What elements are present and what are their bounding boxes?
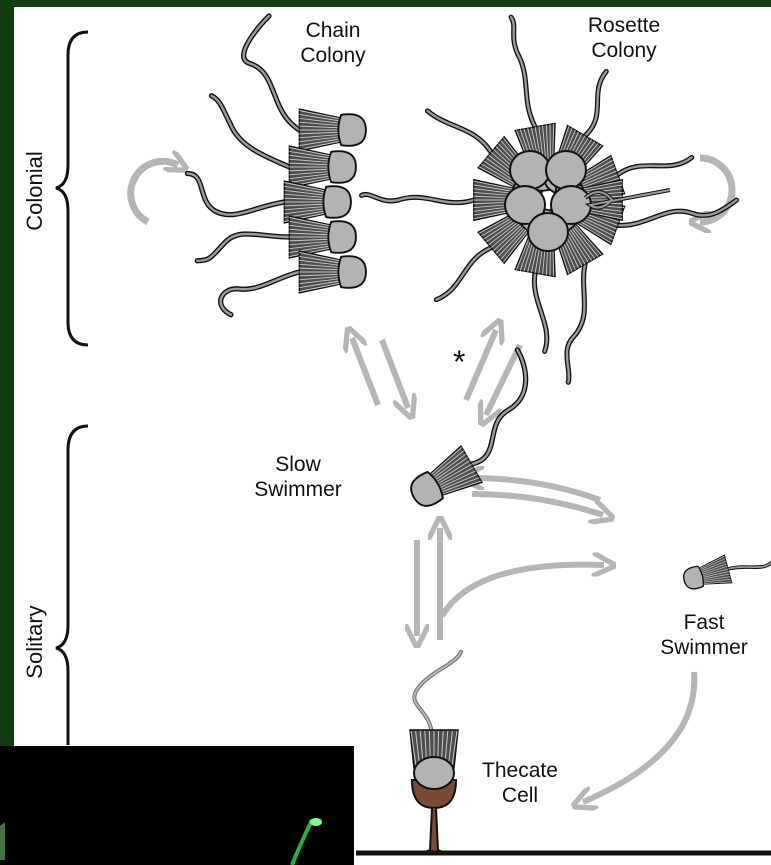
solitary-group-label: Solitary bbox=[22, 597, 48, 687]
thecate-cell-label-line2: Cell bbox=[465, 783, 575, 808]
colonial-group-label: Colonial bbox=[22, 146, 48, 236]
slow-swimmer-label: Slow Swimmer bbox=[243, 452, 353, 502]
fast-swimmer-label-line2: Swimmer bbox=[649, 635, 759, 660]
slow-swimmer-label-line2: Swimmer bbox=[243, 477, 353, 502]
thecate-cell-label-line1: Thecate bbox=[465, 758, 575, 783]
fast-swimmer-label-line1: Fast bbox=[649, 610, 759, 635]
diagram-panel bbox=[14, 7, 771, 865]
fast-swimmer-label: Fast Swimmer bbox=[649, 610, 759, 660]
chain-colony-label-line1: Chain bbox=[283, 18, 383, 43]
chain-colony-label: Chain Colony bbox=[283, 18, 383, 68]
chain-colony-label-line2: Colony bbox=[283, 43, 383, 68]
inset-edge-glow bbox=[0, 822, 5, 860]
rosette-colony-label: Rosette Colony bbox=[574, 13, 674, 63]
inset-cell-glow bbox=[310, 818, 322, 826]
rosette-colony-label-line1: Rosette bbox=[574, 13, 674, 38]
thecate-cell-label: Thecate Cell bbox=[465, 758, 575, 808]
rosette-colony-label-line2: Colony bbox=[574, 38, 674, 63]
slow-swimmer-label-line1: Slow bbox=[243, 452, 353, 477]
asterisk-marker: * bbox=[453, 344, 465, 381]
